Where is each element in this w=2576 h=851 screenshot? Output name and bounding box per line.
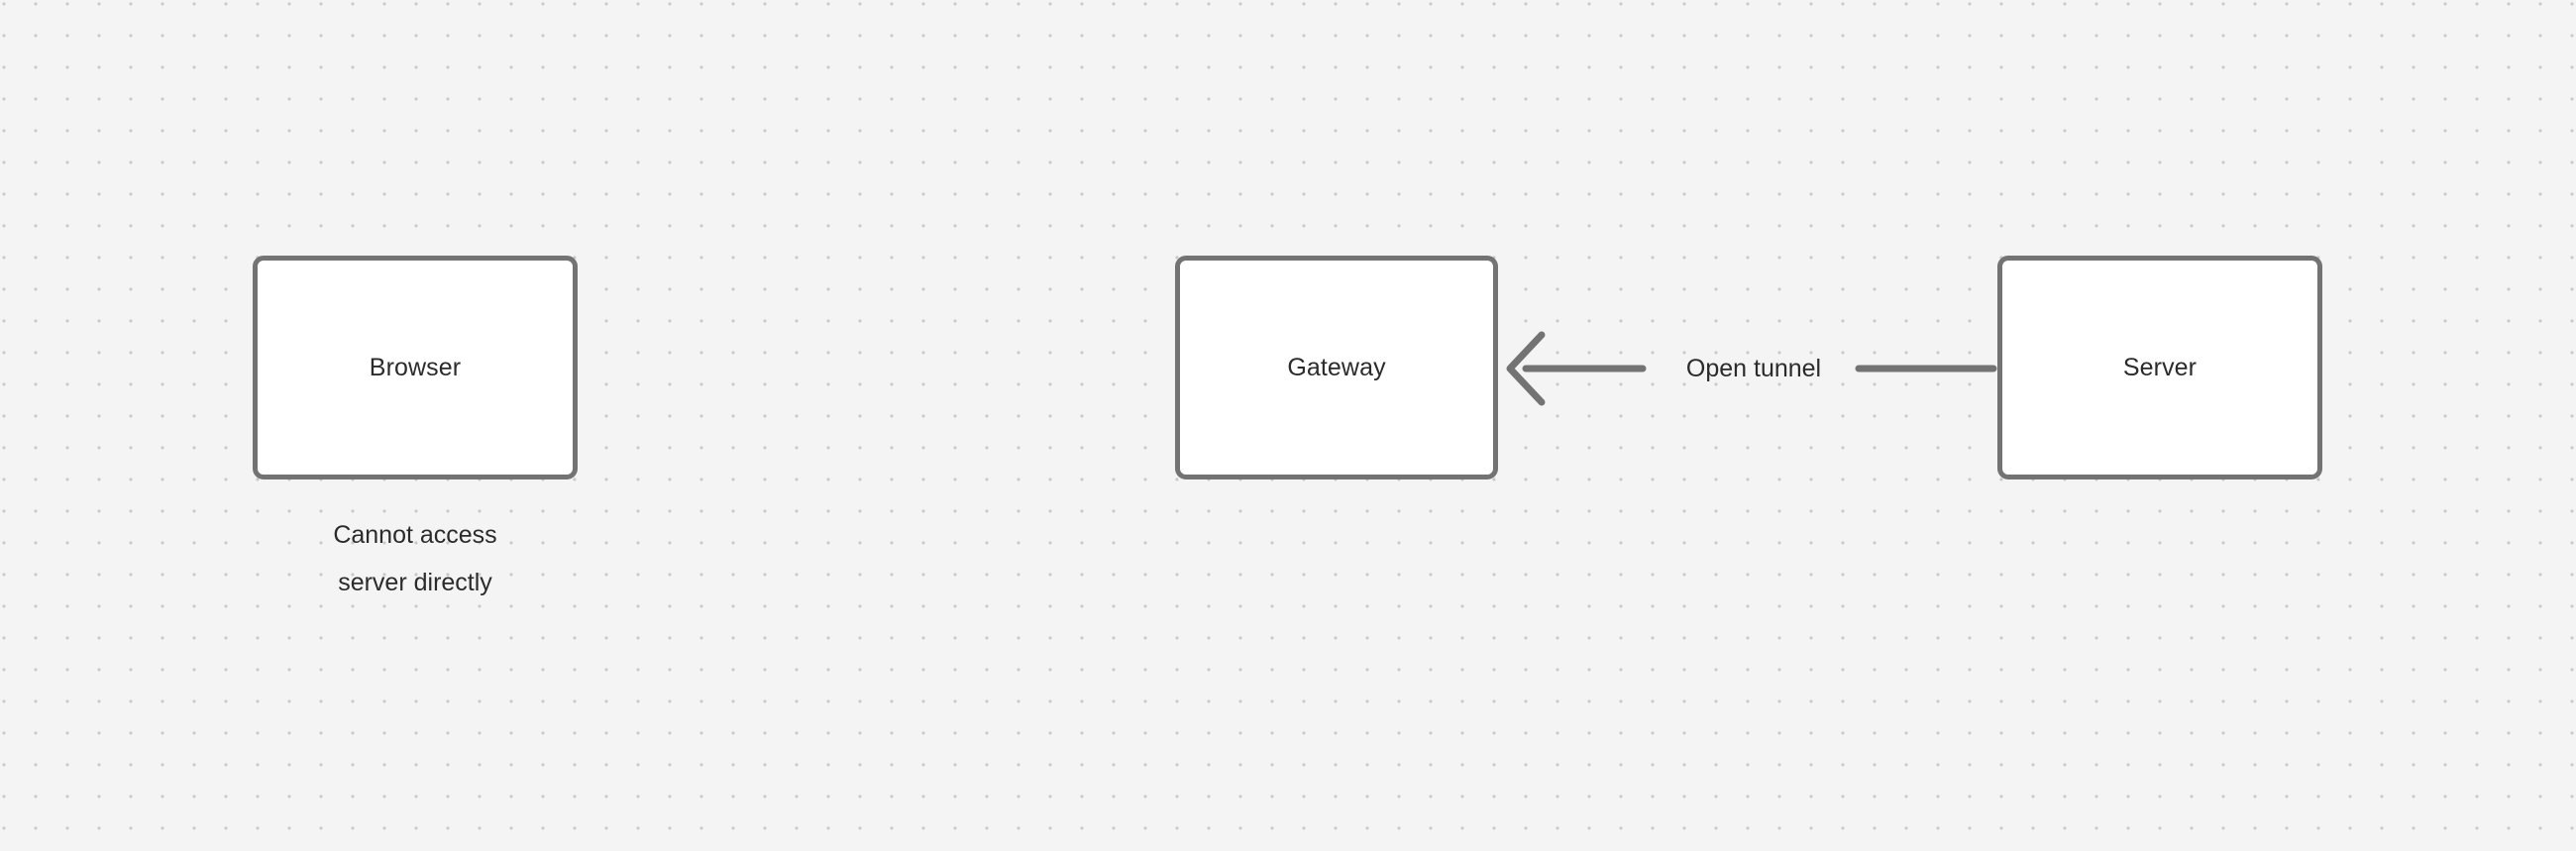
edge-label-open-tunnel: Open tunnel [1685, 355, 1822, 382]
node-browser-label: Browser [369, 354, 462, 381]
node-server[interactable]: Server [1997, 256, 2322, 479]
node-gateway-label: Gateway [1287, 354, 1386, 381]
node-server-label: Server [2122, 354, 2198, 381]
browser-caption-text: Cannot access server directly [333, 521, 497, 596]
node-gateway[interactable]: Gateway [1175, 256, 1498, 479]
arrowhead-left-icon [1506, 331, 1546, 406]
node-browser[interactable]: Browser [253, 256, 578, 479]
